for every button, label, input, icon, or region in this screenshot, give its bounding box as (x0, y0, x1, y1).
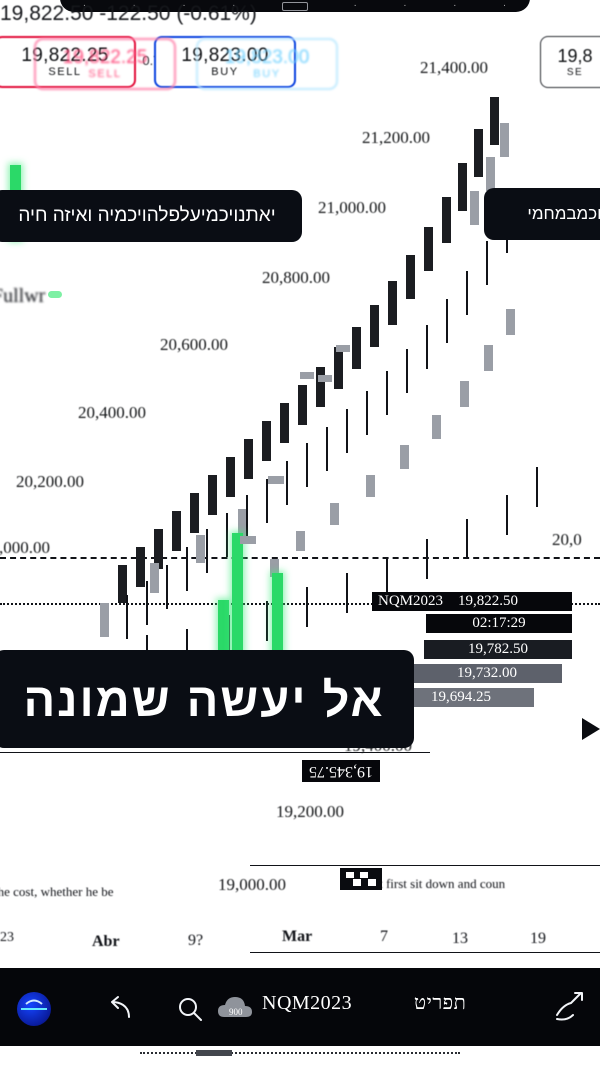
chart-dotted-line (0, 603, 600, 605)
status-dot: · (182, 0, 187, 11)
tooltip-row-1: 19,782.50 (424, 640, 572, 659)
date-axis-line (250, 952, 600, 953)
nav-menu-label[interactable]: תפריט (414, 992, 467, 1014)
bottom-nav-bar: 900 NQM2023 תפריט (0, 968, 600, 1046)
price-label: 20,800.00 (262, 268, 330, 287)
current-price-tag: 19,345.75 (302, 760, 380, 782)
ticker-status-pill (48, 291, 62, 298)
price-label: 20,0 (552, 530, 582, 549)
candle-series-grey (0, 95, 600, 695)
nav-cloud-icon: 900 (216, 992, 256, 1028)
status-dot: · (232, 0, 237, 11)
chart-marker (268, 476, 284, 484)
ticker-ghost-label: Fullwr (0, 285, 46, 307)
share-icon (556, 992, 583, 1021)
status-dot: · (132, 0, 137, 11)
chart-marker (318, 375, 332, 382)
date-tick: Abr (92, 933, 120, 950)
nav-globe-button[interactable] (8, 986, 60, 1032)
chart-dashed-line (0, 557, 600, 559)
status-dot: · (453, 0, 458, 11)
price-label: 20,200.00 (16, 472, 84, 491)
hebrew-banner-main: אל יעשה שמונה (0, 650, 414, 748)
price-label: 21,400.00 (420, 58, 488, 77)
price-chart[interactable] (0, 95, 600, 895)
sell-button[interactable]: 19,822.25 SELL (0, 36, 136, 88)
price-label: 19,200.00 (276, 802, 344, 821)
globe-icon (17, 992, 51, 1026)
chart-axis-line (250, 865, 600, 866)
home-indicator-dots (140, 1052, 460, 1054)
cursor-arrow-icon (580, 716, 600, 742)
hebrew-banner-top: יאתנויכמיעלפלהויכמיה ואיזה חיה (0, 190, 302, 242)
nav-search-button[interactable] (168, 988, 212, 1030)
scripture-left: the cost, whether he be (0, 884, 114, 899)
date-tick: 19 (530, 930, 546, 947)
tooltip-symbol: NQM2023 (378, 593, 444, 609)
status-bar: · · · · · · · · (60, 0, 530, 12)
quote-line: 19,822.50 -122.50 (-0.61%) (0, 2, 257, 25)
hebrew-banner-top-right-text: יוכמבמחמי (527, 204, 600, 223)
tooltip-time: 02:17:29 (426, 614, 572, 633)
price-label: 20,600.00 (160, 335, 228, 354)
tooltip-row-3: 19,694.25 (388, 688, 534, 707)
checker-glyph-icon (340, 868, 382, 890)
status-dot: · (403, 0, 408, 11)
date-tick: 9? (188, 932, 204, 949)
status-dot: · (353, 0, 358, 11)
svg-text:900: 900 (229, 1007, 243, 1017)
search-icon (179, 998, 202, 1021)
nav-instrument-label[interactable]: NQM2023 (262, 992, 353, 1014)
candle-wicks (0, 95, 600, 695)
tooltip-title: NQM2023 19,822.50 (372, 592, 572, 611)
hebrew-banner-main-text: אל יעשה שמונה (23, 672, 385, 726)
date-tick: Mar (282, 928, 313, 945)
tooltip-row-2: 19,732.00 (412, 664, 562, 683)
buy-price: 19,823.00 (181, 45, 269, 66)
scripture-right: es not first sit down and coun (352, 876, 506, 891)
hebrew-banner-top-right: יוכמבמחמי (484, 188, 600, 240)
candle-series-ghost (0, 95, 600, 695)
nav-share-button[interactable] (548, 984, 592, 1030)
nav-back-button[interactable] (98, 988, 146, 1030)
status-dot: · (502, 0, 508, 11)
date-tick: 13 (452, 930, 468, 947)
hebrew-banner-top-text: יאתנויכמיעלפלהויכמיה ואיזה חיה (18, 205, 276, 226)
clipped-label: SE (566, 67, 584, 78)
home-indicator (196, 1050, 232, 1056)
price-label: 20,400.00 (78, 403, 146, 422)
order-buttons: 19,822.25 SELL 0.75 19,823.00 BUY (0, 36, 334, 92)
price-label: 21,200.00 (362, 128, 430, 147)
tooltip-price: 19,822.50 (458, 593, 519, 609)
spacer (0, 955, 240, 969)
chart-marker (300, 372, 314, 379)
clipped-price: 19,8 (557, 46, 593, 66)
price-label: 19,000.00 (218, 875, 286, 894)
chart-marker (240, 536, 256, 544)
chart-marker (336, 345, 350, 352)
buy-button[interactable]: 19,823.00 BUY (154, 36, 296, 88)
chart-solid-line (0, 752, 430, 753)
buy-label: BUY (211, 66, 239, 78)
status-pill-icon (281, 2, 308, 11)
status-dot: · (82, 0, 88, 11)
price-label: 21,000.00 (318, 198, 386, 217)
sell-button-clipped[interactable]: 19,8 SE (540, 36, 600, 88)
price-label: 20,000.00 (0, 538, 50, 557)
date-tick: 23 (0, 930, 14, 945)
date-tick: 7 (380, 928, 388, 945)
back-arrow-icon (111, 996, 130, 1018)
sell-price: 19,822.25 (21, 45, 109, 66)
sell-label: SELL (48, 66, 82, 78)
